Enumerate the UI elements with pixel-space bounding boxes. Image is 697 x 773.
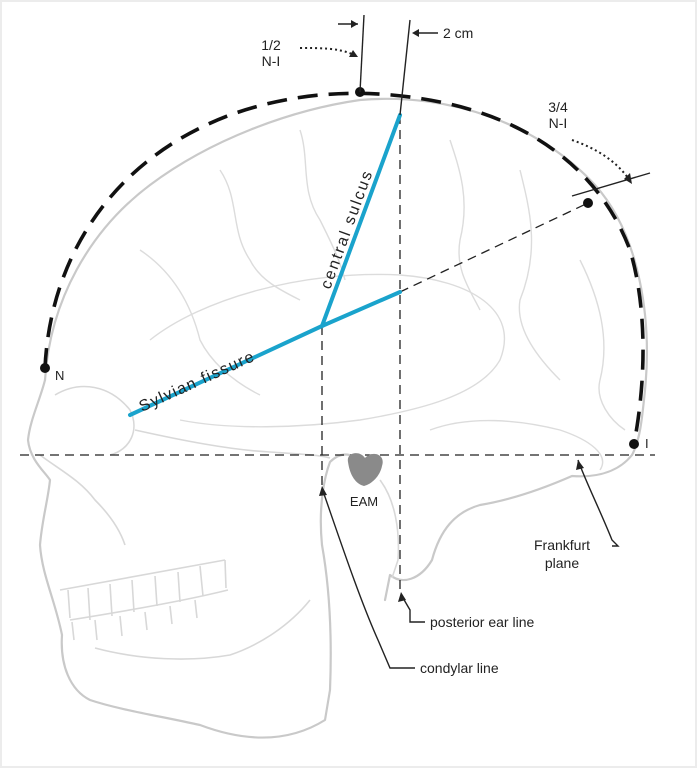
temporal-lobe <box>149 273 506 428</box>
mastoid <box>379 479 400 579</box>
two-cm-arrowhead <box>412 29 419 37</box>
central-sulcus-line <box>320 113 402 328</box>
half-dotted-arrowhead <box>349 50 358 57</box>
leader-lines <box>319 459 620 669</box>
teeth <box>59 559 229 641</box>
landmark-points <box>40 87 639 449</box>
face-outline <box>26 378 332 739</box>
sulcus-5 <box>518 169 561 381</box>
cranium-outline <box>43 97 648 457</box>
frankfurt-leader-arrowhead <box>576 460 584 470</box>
eam-label: EAM <box>350 494 378 509</box>
eam-shape <box>347 453 383 486</box>
skull-outline <box>26 97 648 739</box>
sulcus-6 <box>579 259 626 431</box>
posterior-ear-leader <box>402 597 425 623</box>
sulcus-1 <box>139 249 261 396</box>
central-sulcus-label: central sulcus <box>318 167 377 291</box>
sulcus-3 <box>299 129 346 281</box>
three-quarter-marker-line <box>571 172 651 197</box>
zygomatic-arch <box>134 429 331 459</box>
three-quarter-label-bottom: N-I <box>549 115 568 131</box>
frankfurt-leader <box>577 459 620 547</box>
sylvian-fissure-label: Sylvian fissure <box>137 348 258 416</box>
three-quarter-dot <box>583 198 593 208</box>
inion-dot <box>629 439 639 449</box>
external-auditory-meatus <box>347 453 383 486</box>
landmark-lines <box>128 113 402 417</box>
i-point-label: I <box>645 436 649 451</box>
two-cm-marker-line <box>399 19 411 116</box>
lower-teeth <box>69 589 229 641</box>
orbit <box>54 385 135 456</box>
posterior-ear-line-label: posterior ear line <box>430 614 534 630</box>
half-label-top: 1/2 <box>261 37 281 53</box>
half-label-bottom: N-I <box>262 53 281 69</box>
condylar-leader-arrowhead <box>319 486 327 496</box>
condylar-leader <box>323 493 415 669</box>
sulcus-2 <box>219 169 301 301</box>
top-markers <box>299 14 651 197</box>
sylvian-extension-line <box>399 202 589 293</box>
two-cm-label: 2 cm <box>443 25 473 41</box>
sulcus-4 <box>449 139 481 311</box>
n-point-label: N <box>55 368 64 383</box>
labels: 1/2 N-I 2 cm 3/4 N-I N I central sulcus … <box>55 25 649 676</box>
reference-lines <box>20 115 655 590</box>
posterior-ear-leader-arrowhead <box>398 592 406 602</box>
cerebellum <box>429 419 604 471</box>
brain-sulci <box>139 129 626 471</box>
frankfurt-label-top: Frankfurt <box>534 537 590 553</box>
three-quarter-dotted-arrowhead <box>624 173 632 184</box>
sylvian-fissure-line-posterior <box>320 290 402 328</box>
upper-teeth <box>59 559 227 621</box>
occipital-outline <box>383 453 634 602</box>
sylvian-fissure-line-anterior <box>128 324 324 417</box>
nasion-dot <box>40 363 50 373</box>
frankfurt-label-bottom: plane <box>545 555 579 571</box>
nasal <box>39 454 126 546</box>
condylar-line-label: condylar line <box>420 660 499 676</box>
half-marker-line <box>359 14 365 93</box>
nasion-inion-arc <box>43 91 645 445</box>
half-dotted-arrow <box>299 47 353 55</box>
three-quarter-label-top: 3/4 <box>548 99 568 115</box>
three-quarter-dotted-arrow <box>571 139 629 179</box>
mandible-inner <box>94 599 311 660</box>
half-bracket-arrowhead <box>351 20 358 28</box>
